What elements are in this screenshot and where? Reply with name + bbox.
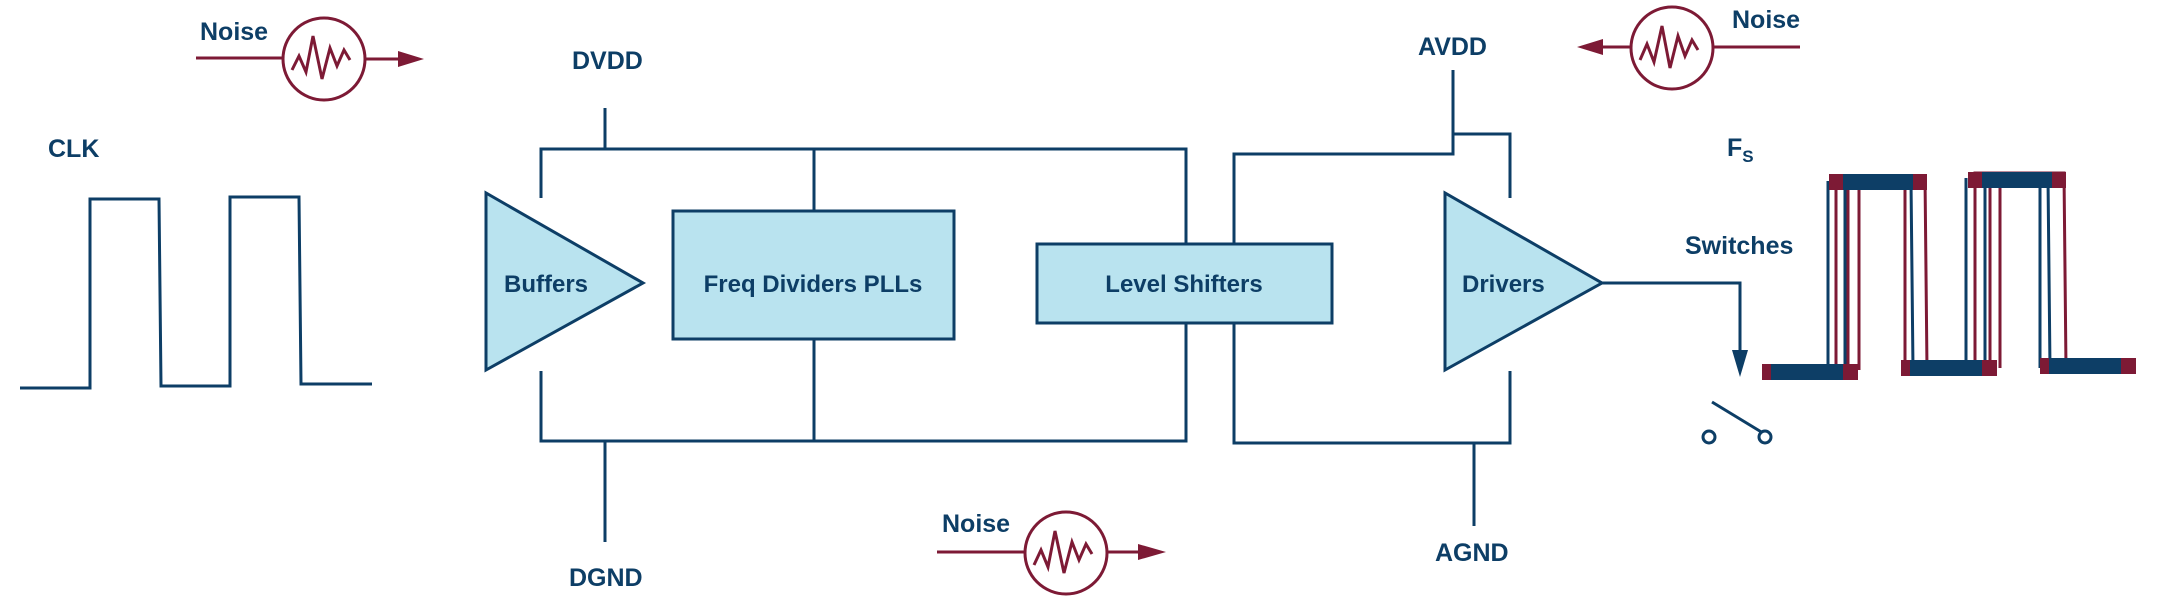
freq-dividers-label: Freq Dividers PLLs (704, 271, 923, 298)
switch-icon (1701, 400, 1773, 445)
noise-source-bottom-icon (937, 510, 1166, 596)
noise-source-top-right-icon (1577, 5, 1800, 91)
level-shifters-block (1035, 242, 1334, 325)
noise-label-top-right: Noise (1732, 6, 1800, 34)
clk-label: CLK (48, 135, 99, 163)
noise-label-bottom: Noise (942, 510, 1010, 538)
fs-label: FS (1727, 134, 1754, 166)
drivers-label: Drivers (1462, 271, 1545, 298)
output-arrow-icon (1732, 350, 1748, 377)
clk-waveform (20, 195, 372, 390)
level-shifters-label: Level Shifters (1105, 271, 1262, 298)
fs-label-main: F (1727, 134, 1742, 162)
switches-label: Switches (1685, 232, 1793, 260)
digital-ground-rail (539, 323, 1188, 443)
driver-supply-tap (1453, 132, 1512, 198)
driver-output-wire (1602, 281, 1742, 352)
analog-supply-rail (1232, 70, 1455, 244)
fs-switching-waveforms (1762, 171, 2136, 380)
agnd-label: AGND (1435, 539, 1509, 567)
fs-label-sub: S (1742, 147, 1753, 166)
analog-ground-rail (1232, 323, 1512, 445)
drivers-block (1443, 190, 1606, 373)
dvdd-label: DVDD (572, 47, 643, 75)
dgnd-label: DGND (569, 564, 643, 592)
noise-source-top-left-icon (196, 16, 424, 102)
noise-label-top-left: Noise (200, 18, 268, 46)
buffers-block (484, 190, 647, 373)
buffers-label: Buffers (504, 271, 588, 298)
avdd-label: AVDD (1418, 33, 1487, 61)
digital-supply-rail (539, 147, 1188, 244)
freq-dividers-block (671, 209, 956, 341)
